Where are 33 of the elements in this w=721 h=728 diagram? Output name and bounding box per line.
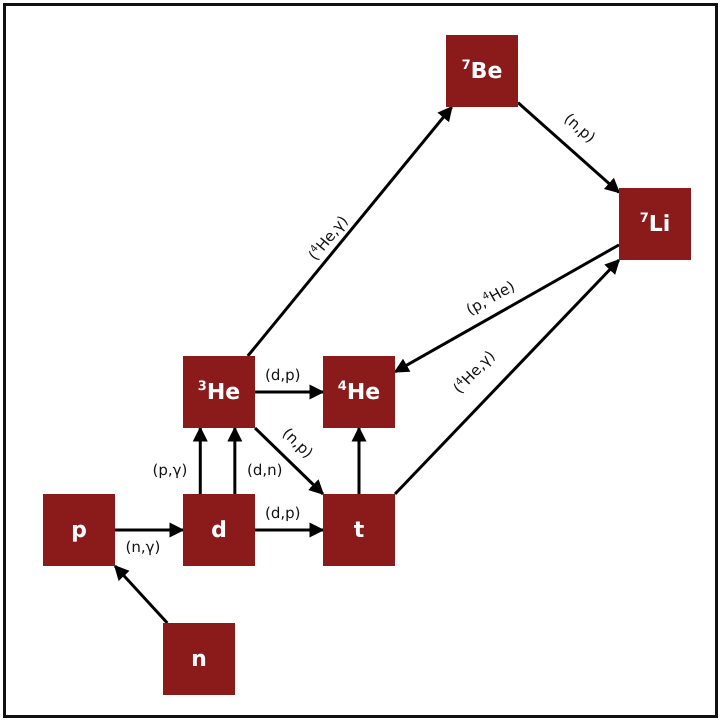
- nuclide-label: $^{4}$He: [338, 380, 380, 404]
- arrow: [115, 522, 184, 538]
- edge-label: (d,n): [246, 461, 284, 479]
- arrow: [254, 426, 324, 496]
- arrow: [352, 426, 366, 494]
- arrow: [192, 426, 208, 494]
- nuclide-label: t: [354, 518, 364, 542]
- nuclide-box: [163, 623, 235, 695]
- edge-label: (n,γ): [124, 538, 162, 556]
- nuclide-box: [183, 494, 255, 566]
- arrow: [394, 258, 620, 496]
- edge-label: (p,γ): [152, 461, 188, 479]
- nuclide-box: [323, 494, 395, 566]
- nuclide-label: $^{7}$Li: [640, 212, 670, 236]
- arrow: [255, 384, 324, 400]
- arrow: [114, 564, 168, 624]
- nuclide-label: d: [211, 518, 227, 542]
- arrow: [517, 102, 620, 194]
- nuclide-box: [43, 494, 115, 566]
- nuclide-box: [619, 188, 691, 260]
- nuclide-label: $^{7}$Be: [462, 58, 502, 84]
- edge-label: (d,p): [264, 366, 302, 384]
- nuclide-label: $^{3}$He: [198, 380, 240, 404]
- nuclide-box: [446, 35, 518, 107]
- arrow: [255, 522, 324, 538]
- nuclide-label: n: [191, 646, 207, 672]
- nuclide-box: [183, 356, 255, 428]
- arrow: [246, 106, 453, 357]
- arrow: [227, 426, 242, 494]
- edge-label: (d,p): [264, 504, 302, 522]
- nuclide-label: p: [71, 518, 87, 542]
- arrow: [394, 244, 620, 374]
- nuclide-box: [323, 356, 395, 428]
